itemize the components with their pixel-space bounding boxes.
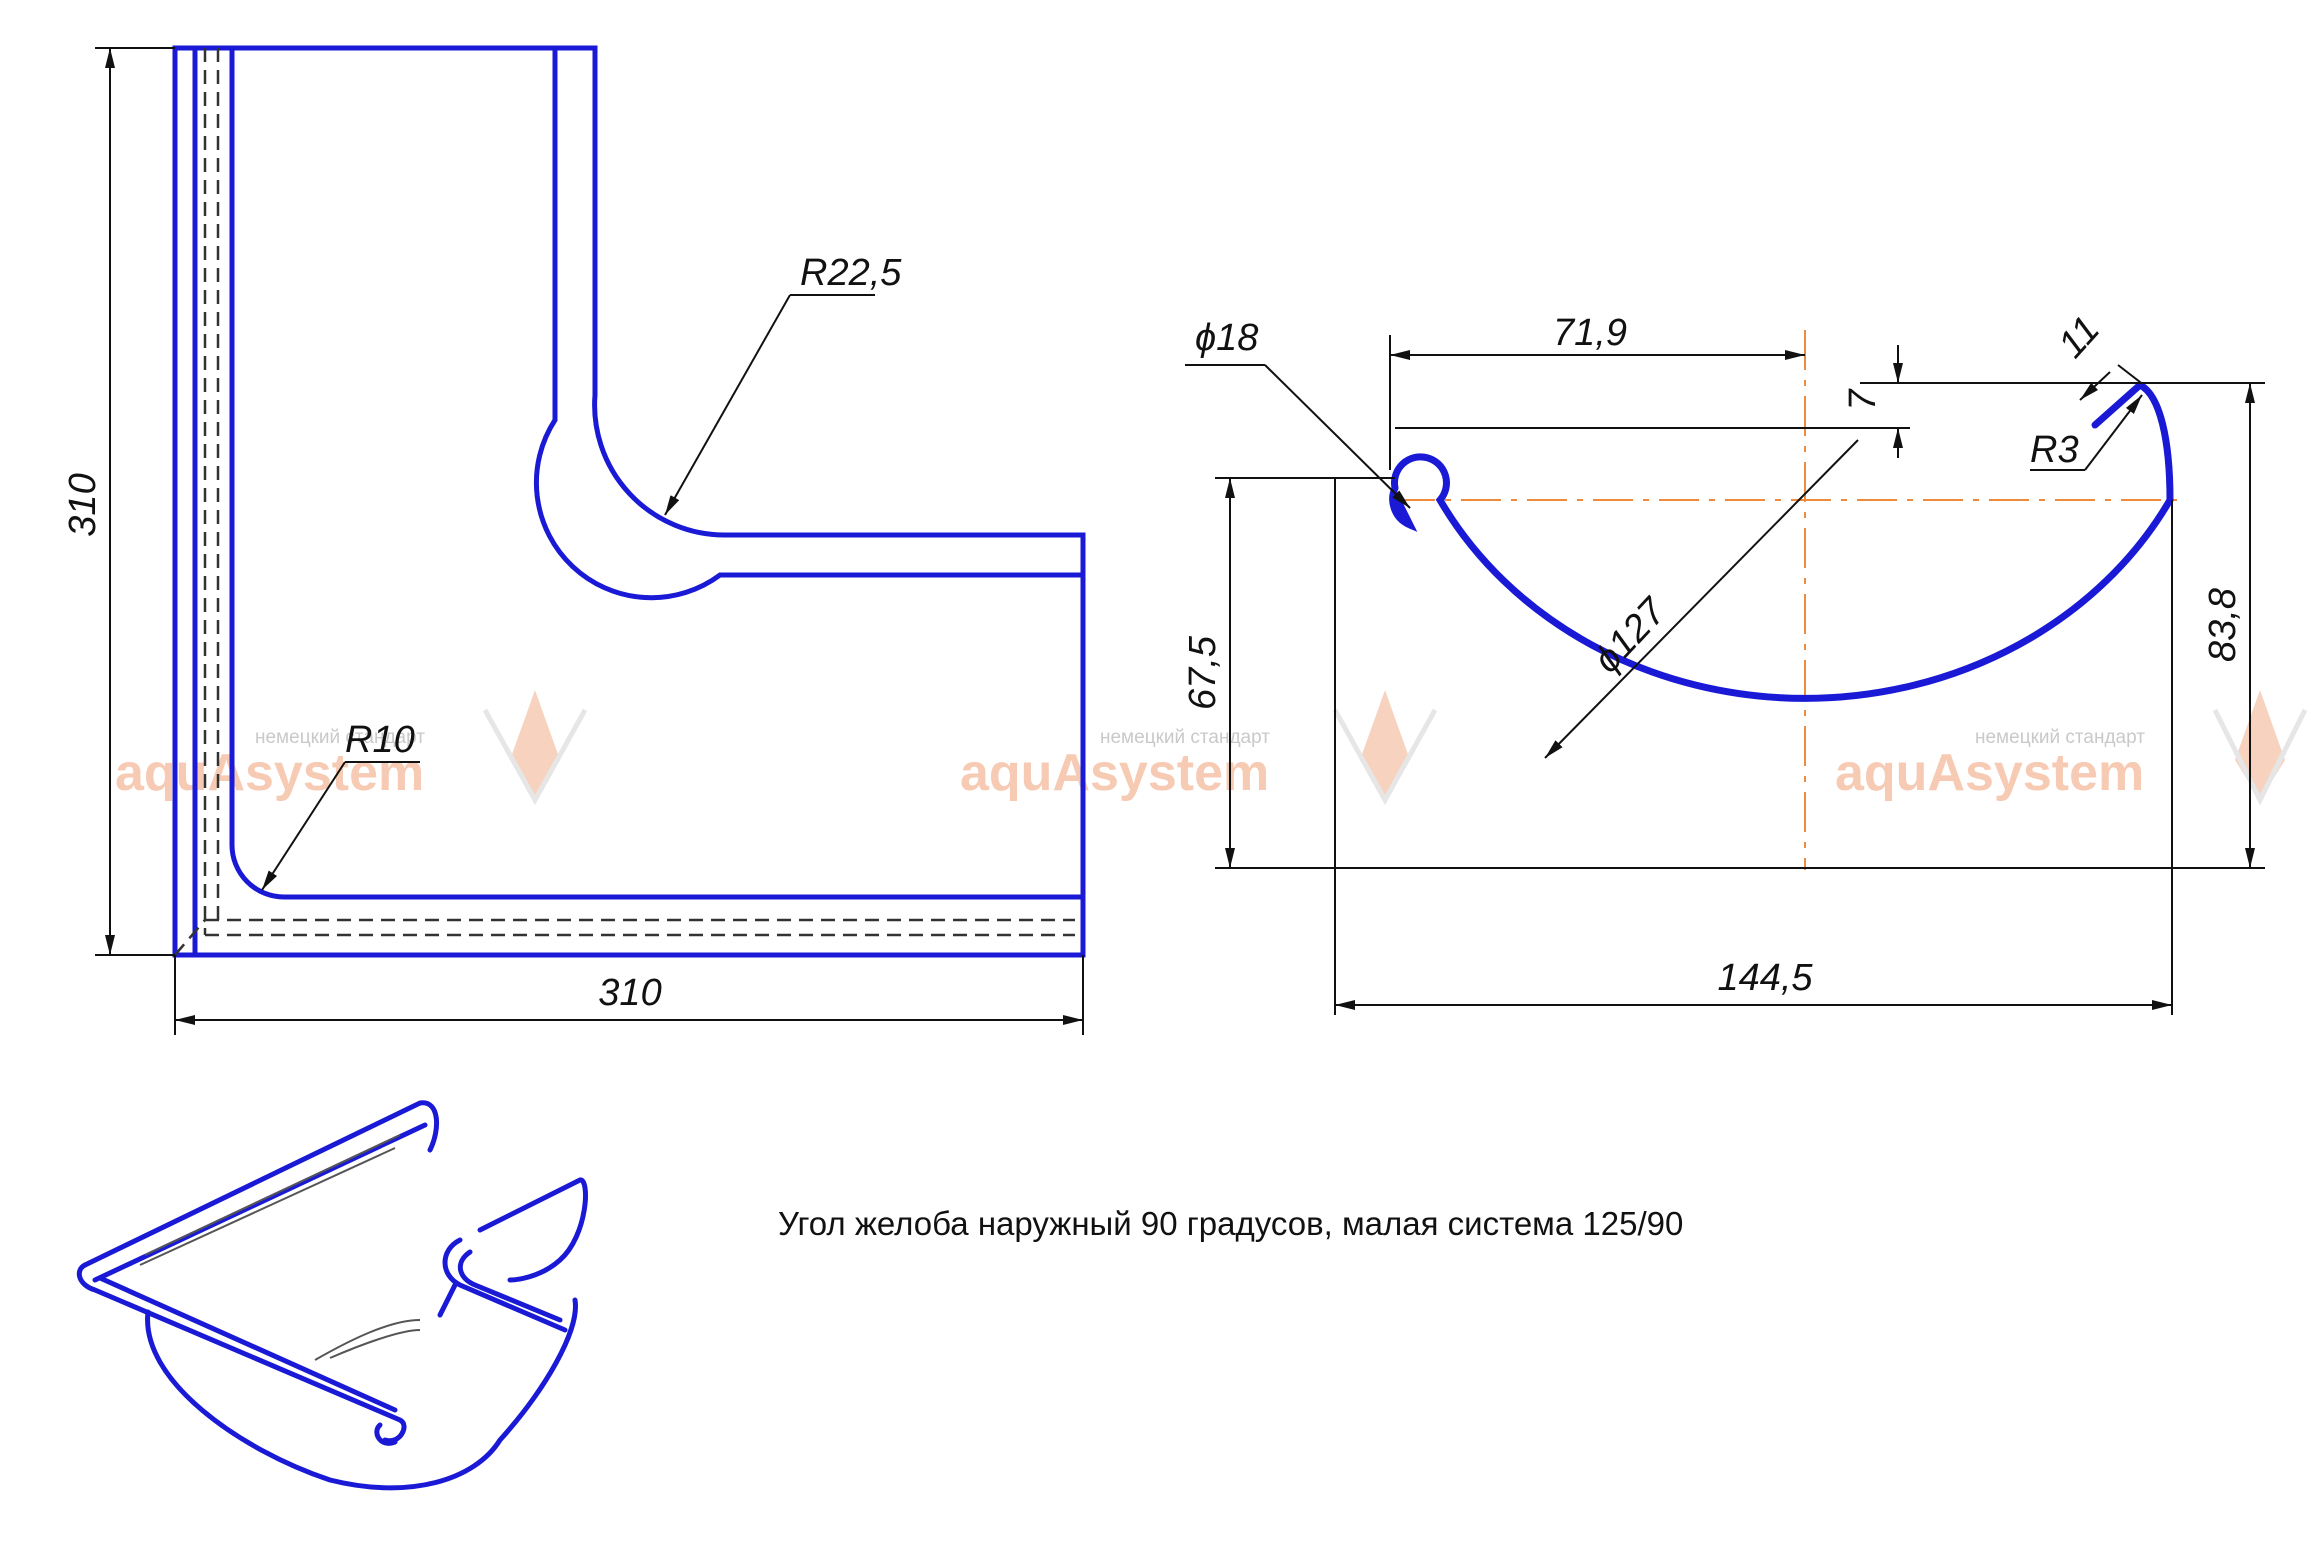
section-dim-body	[1544, 439, 1859, 759]
watermark-tagline: немецкий стандарт	[1975, 727, 2145, 748]
isometric-view	[76, 1100, 588, 1491]
watermark-left: aquAsystem немецкий стандарт	[115, 690, 588, 806]
plan-dimension-height	[95, 47, 175, 956]
watermark-tagline: немецкий стандарт	[1100, 727, 1270, 748]
watermark-brand: aquAsystem	[115, 744, 424, 802]
watermark-brand: aquAsystem	[960, 744, 1269, 802]
plan-dimension-width	[174, 955, 1084, 1035]
plan-radius-inner-leader	[261, 761, 420, 891]
section-left-height-label: 67,5	[1182, 635, 1224, 710]
plan-hidden-lines	[174, 48, 1075, 956]
section-dim-right-height	[1810, 382, 2265, 869]
section-total-width-label: 144,5	[1717, 957, 1813, 999]
section-dim-lip-radius	[2030, 394, 2143, 471]
section-half-width-label: 71,9	[1553, 312, 1627, 354]
watermark-right: aquAsystem немецкий стандарт	[1835, 690, 2308, 806]
watermark-tagline: немецкий стандарт	[255, 727, 425, 748]
watermark-logo-icon	[2212, 690, 2308, 806]
section-dim-offset	[1395, 345, 2160, 458]
plan-view: 310 310 R22,5 R10	[62, 45, 1086, 1035]
section-lip-radius-label: R3	[2030, 429, 2079, 471]
section-axis-lines	[1395, 330, 2185, 870]
section-dim-left-height	[1215, 477, 1810, 869]
section-bead-label: ϕ18	[1195, 317, 1258, 359]
plan-width-label: 310	[598, 972, 661, 1014]
section-dim-total-width	[1334, 478, 2173, 1015]
watermark-brand: aquAsystem	[1835, 744, 2144, 802]
section-view: 71,9 ϕ18 7 11 R3 ϕ127	[1182, 309, 2265, 1015]
section-dim-lip	[2079, 364, 2141, 401]
watermark-logo-icon	[482, 690, 588, 806]
plan-height-label: 310	[62, 473, 104, 536]
section-right-height-label: 83,8	[2202, 588, 2244, 662]
section-dim-bead	[1185, 364, 1411, 509]
section-offset-label: 7	[1842, 388, 1884, 411]
isometric-inner-lines	[139, 1134, 421, 1361]
plan-radius-outer-label: R22,5	[800, 252, 902, 294]
section-dim-half-width	[1389, 335, 1805, 470]
plan-outline	[172, 45, 1086, 958]
watermark-logo-icon	[1332, 690, 1438, 806]
plan-radius-outer-leader	[664, 294, 875, 516]
plan-radius-inner-label: R10	[345, 719, 415, 761]
drawing-title: Угол желоба наружный 90 градусов, малая …	[778, 1205, 1683, 1242]
section-lip-label: 11	[2050, 309, 2108, 366]
